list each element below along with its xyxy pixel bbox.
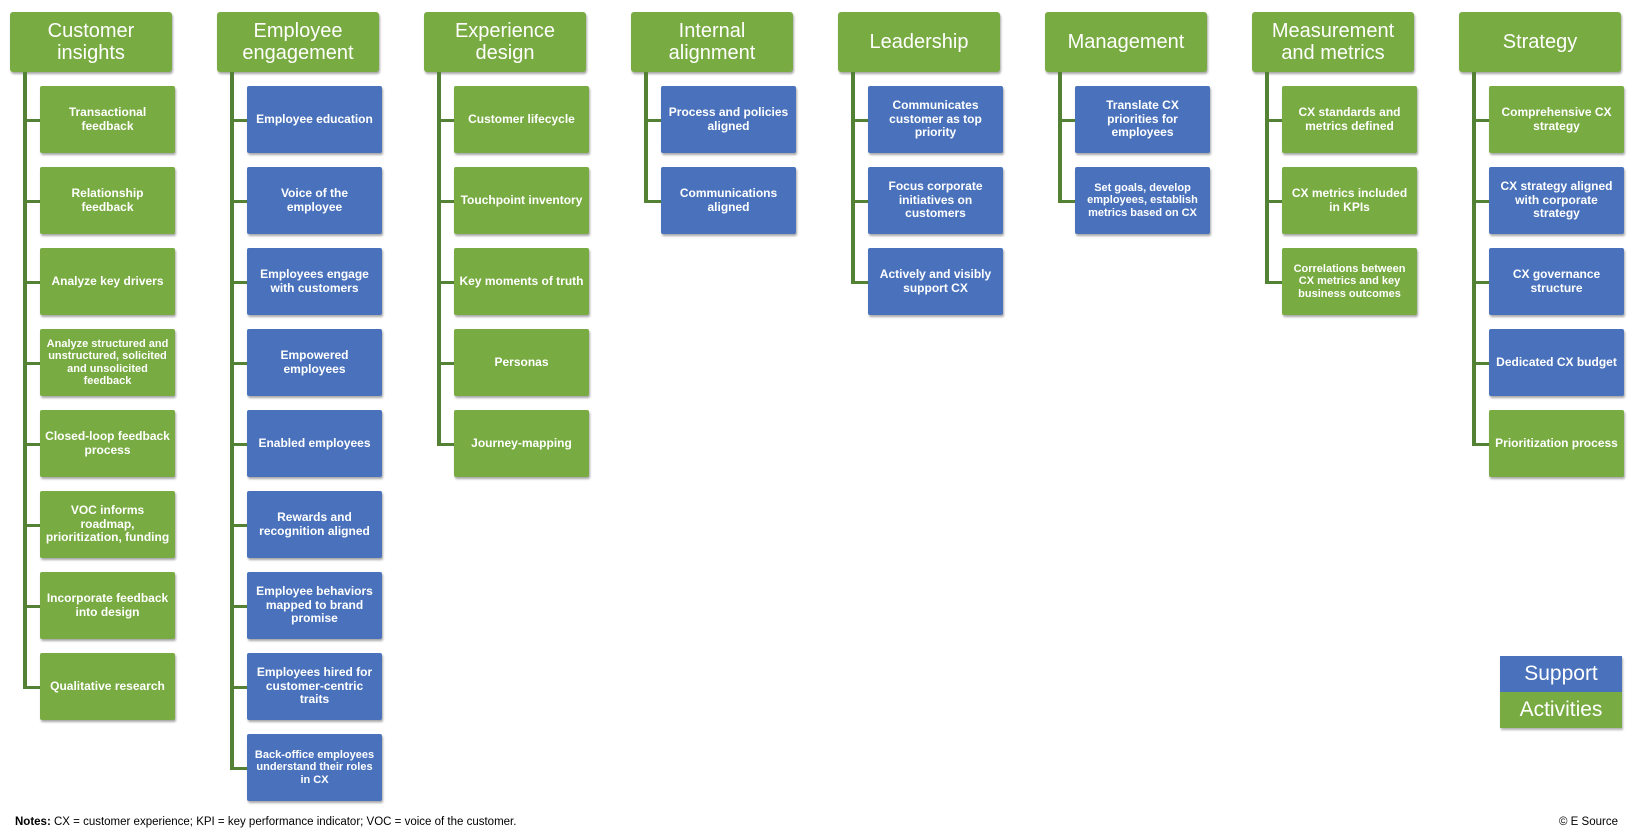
connector-branch — [230, 442, 247, 446]
activity-box: Relationship feedback — [40, 167, 175, 234]
column-header: Experience design — [424, 12, 586, 72]
activity-box: Incorporate feedback into design — [40, 572, 175, 639]
activity-box: VOC informs roadmap, prioritization, fun… — [40, 491, 175, 558]
connector-trunk — [1058, 72, 1062, 203]
activity-box: Customer lifecycle — [454, 86, 589, 153]
support-box: Employees engage with customers — [247, 248, 382, 315]
connector-branch — [23, 442, 40, 446]
activity-box: Transactional feedback — [40, 86, 175, 153]
connector-trunk — [644, 72, 648, 203]
connector-branch — [23, 523, 40, 527]
connector-branch — [1472, 361, 1489, 365]
connector-branch — [23, 361, 40, 365]
column-header: Employee engagement — [217, 12, 379, 72]
connector-branch — [437, 280, 454, 284]
support-box: Communicates customer as top priority — [868, 86, 1003, 153]
connector-branch — [437, 199, 454, 203]
support-box: Voice of the employee — [247, 167, 382, 234]
connector-branch — [1472, 199, 1489, 203]
column-header: Strategy — [1459, 12, 1621, 72]
support-box: Empowered employees — [247, 329, 382, 396]
connector-trunk — [851, 72, 855, 284]
connector-branch — [1058, 118, 1075, 122]
connector-branch — [230, 685, 247, 689]
column-header: Measurement and metrics — [1252, 12, 1414, 72]
activity-box: Comprehensive CX strategy — [1489, 86, 1624, 153]
activity-box: Personas — [454, 329, 589, 396]
connector-branch — [23, 199, 40, 203]
column-header: Customer insights — [10, 12, 172, 72]
connector-branch — [1265, 118, 1282, 122]
connector-branch — [1472, 280, 1489, 284]
support-box: Communications aligned — [661, 167, 796, 234]
connector-branch — [1265, 199, 1282, 203]
activity-box: Analyze structured and unstructured, sol… — [40, 329, 175, 396]
support-box: Translate CX priorities for employees — [1075, 86, 1210, 153]
connector-branch — [437, 118, 454, 122]
activity-box: Journey-mapping — [454, 410, 589, 477]
activity-box: Correlations between CX metrics and key … — [1282, 248, 1417, 315]
support-box: Actively and visibly support CX — [868, 248, 1003, 315]
connector-trunk — [437, 72, 441, 446]
connector-branch — [230, 604, 247, 608]
connector-branch — [230, 523, 247, 527]
support-box: Employee behaviors mapped to brand promi… — [247, 572, 382, 639]
connector-branch — [1265, 280, 1282, 284]
support-box: CX governance structure — [1489, 248, 1624, 315]
legend-support: Support — [1500, 656, 1622, 692]
support-box: CX strategy aligned with corporate strat… — [1489, 167, 1624, 234]
footnote-text: CX = customer experience; KPI = key perf… — [53, 816, 517, 828]
connector-branch — [644, 199, 661, 203]
footnote: Notes: CX = customer experience; KPI = k… — [15, 816, 516, 828]
activity-box: Prioritization process — [1489, 410, 1624, 477]
connector-trunk — [1265, 72, 1269, 284]
support-box: Enabled employees — [247, 410, 382, 477]
connector-trunk — [1472, 72, 1476, 446]
column-header: Management — [1045, 12, 1207, 72]
column-header: Leadership — [838, 12, 1000, 72]
activity-box: Analyze key drivers — [40, 248, 175, 315]
support-box: Focus corporate initiatives on customers — [868, 167, 1003, 234]
support-box: Set goals, develop employees, establish … — [1075, 167, 1210, 234]
support-box: Process and policies aligned — [661, 86, 796, 153]
connector-branch — [23, 118, 40, 122]
activity-box: Touchpoint inventory — [454, 167, 589, 234]
connector-branch — [230, 118, 247, 122]
connector-branch — [23, 604, 40, 608]
connector-branch — [437, 442, 454, 446]
support-box: Employee education — [247, 86, 382, 153]
connector-trunk — [230, 72, 234, 770]
column-header: Internal alignment — [631, 12, 793, 72]
footnote-prefix: Notes: — [15, 816, 51, 828]
activity-box: CX metrics included in KPIs — [1282, 167, 1417, 234]
connector-branch — [1058, 199, 1075, 203]
connector-branch — [230, 766, 247, 770]
connector-trunk — [23, 72, 27, 689]
connector-branch — [23, 280, 40, 284]
support-box: Rewards and recognition aligned — [247, 491, 382, 558]
connector-branch — [230, 361, 247, 365]
connector-branch — [644, 118, 661, 122]
connector-branch — [23, 685, 40, 689]
activity-box: CX standards and metrics defined — [1282, 86, 1417, 153]
activity-box: Closed-loop feedback process — [40, 410, 175, 477]
copyright: © E Source — [1559, 816, 1618, 828]
connector-branch — [437, 361, 454, 365]
legend-activities: Activities — [1500, 692, 1622, 728]
legend-activities-label: Activities — [1519, 698, 1603, 721]
support-box: Dedicated CX budget — [1489, 329, 1624, 396]
connector-branch — [851, 118, 868, 122]
connector-branch — [1472, 442, 1489, 446]
legend-support-label: Support — [1524, 662, 1598, 685]
connector-branch — [230, 199, 247, 203]
support-box: Back-office employees understand their r… — [247, 734, 382, 801]
connector-branch — [1472, 118, 1489, 122]
activity-box: Key moments of truth — [454, 248, 589, 315]
support-box: Employees hired for customer-centric tra… — [247, 653, 382, 720]
connector-branch — [851, 199, 868, 203]
connector-branch — [230, 280, 247, 284]
connector-branch — [851, 280, 868, 284]
activity-box: Qualitative research — [40, 653, 175, 720]
